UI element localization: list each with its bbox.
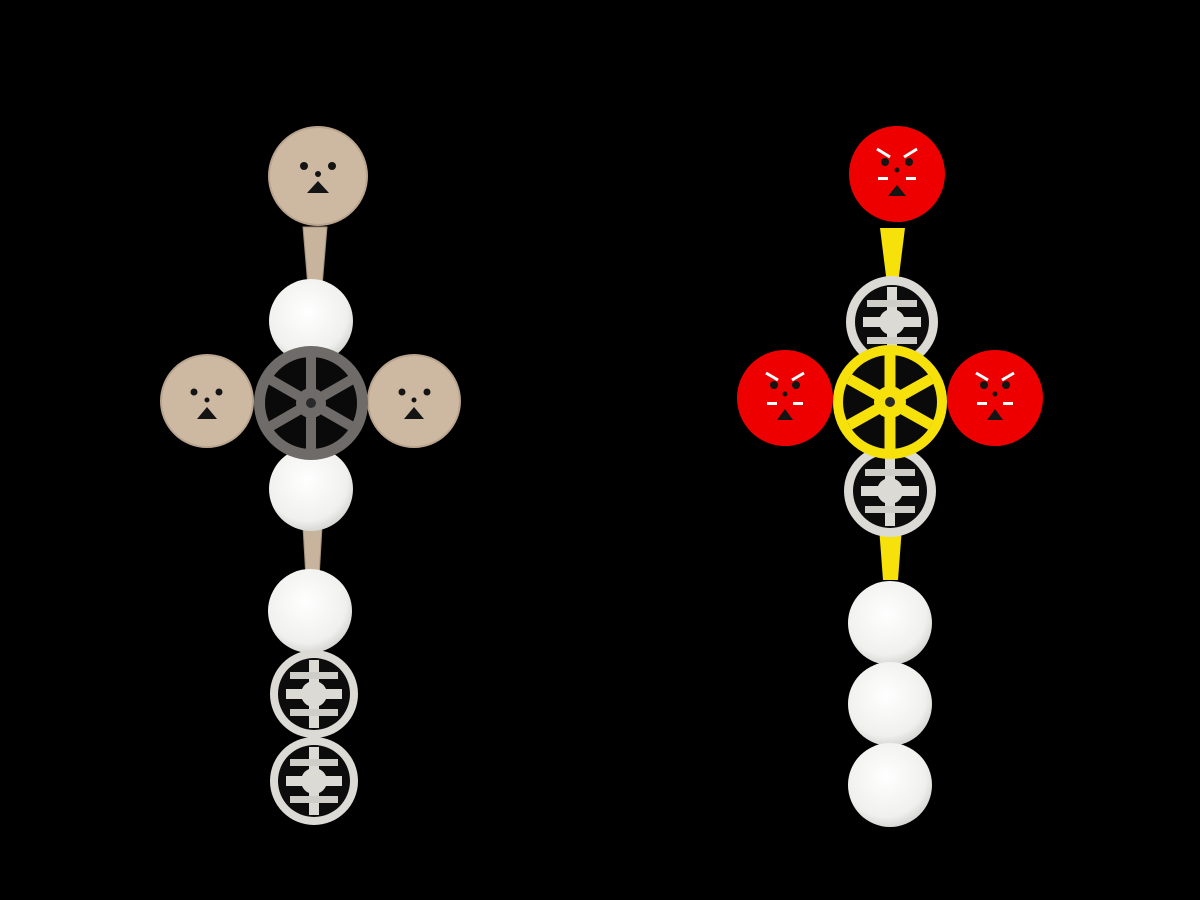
foam-ball [848,743,932,827]
foam-ball [848,662,932,746]
eye [770,381,778,389]
eye-hole [190,388,198,396]
cheek-line [878,177,888,180]
foam-ball [269,279,353,363]
mouth-hole [197,407,217,419]
eye [905,158,913,166]
nose-hole [315,171,321,177]
mouth [987,409,1003,420]
eye [881,158,889,166]
eye-hole [215,388,223,396]
red-angry-face-left [737,350,833,446]
red-angry-face-top [849,126,945,222]
white-film-reel [270,737,358,825]
gray-film-reel-center [254,346,368,460]
eye-hole [300,162,308,170]
eye [792,381,800,389]
mouth-hole [404,407,424,419]
yellow-connector-bottom [879,527,902,580]
red-angry-face-right [947,350,1043,446]
eye [980,381,988,389]
cheek-line [767,402,777,405]
white-film-reel [270,650,358,738]
right-figure [737,126,1043,827]
yellow-connector-top [880,228,905,284]
mouth [888,185,906,196]
angry-eyebrow [975,371,989,382]
cardboard-face-top [268,126,368,226]
angry-eyebrow [903,147,918,159]
eye [1002,381,1010,389]
nose-hole [204,397,210,403]
angry-eyebrow [791,371,805,382]
foam-ball [268,569,352,653]
mouth-hole [307,181,329,193]
cheek-line [1003,402,1013,405]
cardboard-face-left [160,354,254,448]
angry-eyebrow [1001,371,1015,382]
cheek-line [906,177,916,180]
white-film-reel [846,276,938,368]
nose [992,391,998,397]
angry-eyebrow [876,147,891,159]
eye-hole [423,388,431,396]
foam-ball [269,447,353,531]
nose-hole [411,397,417,403]
eye-hole [398,388,406,396]
cardboard-face-right [367,354,461,448]
yellow-film-reel-center [833,345,947,459]
angry-eyebrow [765,371,779,382]
nose [782,391,788,397]
white-film-reel [844,445,936,537]
cheek-line [793,402,803,405]
foam-ball [848,581,932,665]
left-figure [160,126,461,825]
eye-hole [328,162,336,170]
nose [894,167,900,173]
cheek-line [977,402,987,405]
mouth [777,409,793,420]
